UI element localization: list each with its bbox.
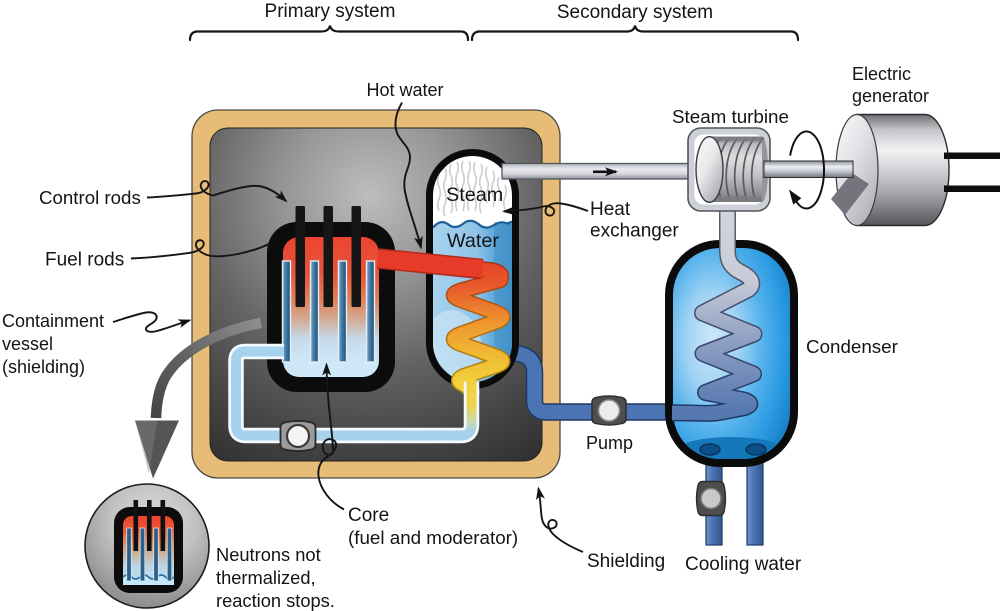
svg-text:Neutrons not: Neutrons not — [216, 544, 321, 565]
svg-text:reaction stops.: reaction stops. — [216, 590, 335, 611]
svg-text:(fuel and moderator): (fuel and moderator) — [348, 527, 518, 548]
svg-text:Control rods: Control rods — [39, 187, 141, 208]
svg-text:Fuel rods: Fuel rods — [45, 250, 124, 271]
svg-text:generator: generator — [852, 86, 929, 106]
svg-text:exchanger: exchanger — [590, 221, 679, 242]
svg-text:Containment: Containment — [2, 311, 104, 331]
svg-text:Pump: Pump — [586, 433, 633, 453]
svg-text:Secondary system: Secondary system — [557, 2, 713, 23]
svg-text:Electric: Electric — [852, 64, 911, 84]
svg-text:Shielding: Shielding — [587, 551, 665, 572]
svg-text:vessel: vessel — [2, 334, 53, 354]
svg-text:Primary system: Primary system — [265, 1, 396, 22]
svg-text:Core: Core — [348, 505, 389, 526]
svg-text:Steam turbine: Steam turbine — [672, 106, 789, 127]
svg-text:(shielding): (shielding) — [2, 357, 85, 377]
svg-text:Hot water: Hot water — [366, 80, 443, 100]
svg-text:thermalized,: thermalized, — [216, 567, 316, 588]
svg-text:Condenser: Condenser — [806, 336, 898, 357]
svg-text:Heat: Heat — [590, 199, 631, 220]
svg-text:Steam: Steam — [446, 184, 503, 206]
svg-text:Water: Water — [447, 230, 499, 252]
svg-text:Cooling water: Cooling water — [685, 554, 802, 575]
